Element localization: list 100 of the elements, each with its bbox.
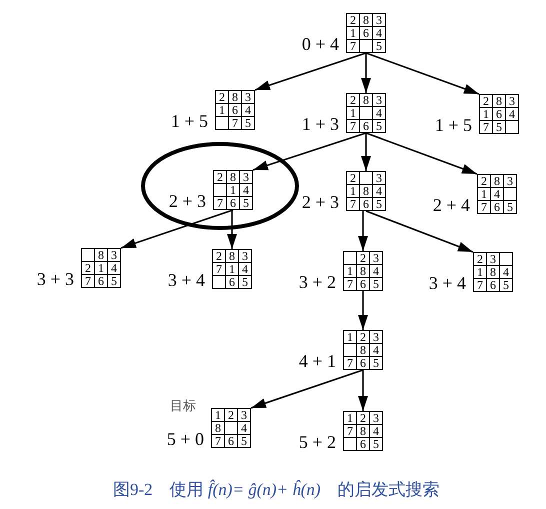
arrow	[358, 370, 368, 411]
puzzle-tile: 7	[347, 40, 359, 52]
puzzle-tile: 5	[493, 121, 505, 133]
puzzle-tile: 3	[239, 250, 251, 262]
blank-tile	[360, 172, 372, 184]
puzzle-tile: 1	[480, 108, 492, 120]
blank-tile	[216, 117, 228, 129]
puzzle-tile: 4	[373, 27, 385, 39]
arrow	[366, 52, 480, 95]
puzzle-tile: 3	[504, 175, 516, 187]
score-label: 3 + 4	[428, 274, 466, 292]
puzzle-tile: 4	[491, 188, 503, 200]
blank-tile	[344, 438, 356, 450]
puzzle-tile: 5	[370, 438, 382, 450]
blank-tile	[360, 107, 372, 119]
puzzle-tile: 3	[238, 409, 250, 421]
puzzle-tile: 5	[504, 201, 516, 213]
puzzle-tile: 6	[227, 197, 239, 209]
puzzle-tile: 3	[370, 331, 382, 343]
puzzle-grid	[346, 13, 386, 53]
arrow	[227, 210, 237, 249]
score-label: 3 + 4	[168, 271, 205, 289]
puzzle-tile: 7	[344, 357, 356, 369]
puzzle-tile: 5	[240, 197, 252, 209]
figure-caption: 图9-2 使用 f̂(n)= ĝ(n)+ ĥ(n) 的启发式搜索	[113, 480, 440, 500]
puzzle-grid	[212, 249, 252, 289]
score-label: 1 + 5	[170, 112, 208, 130]
puzzle-tile: 1	[212, 409, 224, 421]
puzzle-tile: 6	[360, 120, 372, 132]
puzzle-tile: 2	[82, 262, 94, 274]
puzzle-tile: 6	[357, 438, 369, 450]
puzzle-tile: 2	[357, 252, 369, 264]
blank-tile	[82, 249, 94, 261]
puzzle-tile: 3	[487, 253, 499, 265]
puzzle-tile: 2	[213, 250, 225, 262]
puzzle-tile: 7	[474, 279, 486, 291]
puzzle-tile: 7	[347, 198, 359, 210]
puzzle-grid	[81, 248, 121, 288]
puzzle-tile: 5	[370, 278, 382, 290]
puzzle-tile: 4	[238, 422, 250, 434]
score-label: 1 + 5	[434, 116, 472, 134]
puzzle-tile: 3	[242, 91, 254, 103]
puzzle-tile: 7	[478, 201, 490, 213]
puzzle-tile: 8	[487, 266, 499, 278]
blank-tile	[214, 184, 226, 196]
puzzle-tile: 2	[347, 172, 359, 184]
puzzle-grid	[211, 408, 251, 448]
puzzle-tile: 7	[214, 197, 226, 209]
puzzle-tile: 6	[95, 275, 107, 287]
arrow	[361, 53, 371, 93]
blank-tile	[360, 40, 372, 52]
puzzle-grid	[343, 251, 383, 291]
puzzle-tile: 4	[370, 344, 382, 356]
puzzle-grid	[343, 411, 383, 451]
puzzle-tile: 3	[370, 412, 382, 424]
puzzle-tile: 2	[216, 91, 228, 103]
puzzle-tile: 4	[108, 262, 120, 274]
puzzle-tile: 5	[239, 276, 251, 288]
goal-label: 目标	[170, 398, 196, 413]
arrow	[366, 132, 478, 175]
puzzle-tile: 3	[506, 95, 518, 107]
puzzle-tile: 5	[238, 435, 250, 447]
puzzle-tile: 3	[240, 171, 252, 183]
puzzle-tile: 8	[357, 425, 369, 437]
puzzle-tile: 6	[491, 201, 503, 213]
score-label: 3 + 2	[298, 273, 336, 291]
puzzle-tile: 2	[347, 14, 359, 26]
arrow	[358, 211, 368, 251]
puzzle-tile: 2	[478, 175, 490, 187]
arrow	[366, 210, 474, 253]
puzzle-tile: 4	[500, 266, 512, 278]
puzzle-tile: 4	[239, 263, 251, 275]
puzzle-tile: 6	[226, 276, 238, 288]
puzzle-tile: 8	[493, 95, 505, 107]
puzzle-tile: 6	[493, 108, 505, 120]
puzzle-grid	[213, 170, 253, 210]
blank-tile	[504, 188, 516, 200]
puzzle-tile: 4	[373, 107, 385, 119]
puzzle-grid	[215, 90, 255, 130]
puzzle-tile: 2	[225, 409, 237, 421]
puzzle-tile: 1	[216, 104, 228, 116]
puzzle-tile: 8	[360, 14, 372, 26]
puzzle-grid	[343, 330, 383, 370]
puzzle-tile: 8	[360, 94, 372, 106]
puzzle-tile: 3	[108, 249, 120, 261]
puzzle-tile: 8	[357, 265, 369, 277]
puzzle-tile: 8	[227, 171, 239, 183]
puzzle-tile: 4	[370, 265, 382, 277]
arrow	[250, 369, 364, 409]
score-label: 2 + 3	[302, 193, 339, 211]
puzzle-grid	[346, 93, 386, 133]
puzzle-tile: 1	[347, 107, 359, 119]
puzzle-tile: 8	[491, 175, 503, 187]
puzzle-tile: 5	[373, 40, 385, 52]
puzzle-tile: 4	[370, 425, 382, 437]
score-label: 0 + 4	[302, 35, 339, 53]
puzzle-tile: 1	[95, 262, 107, 274]
puzzle-tile: 4	[506, 108, 518, 120]
puzzle-tile: 5	[242, 117, 254, 129]
blank-tile	[213, 276, 225, 288]
